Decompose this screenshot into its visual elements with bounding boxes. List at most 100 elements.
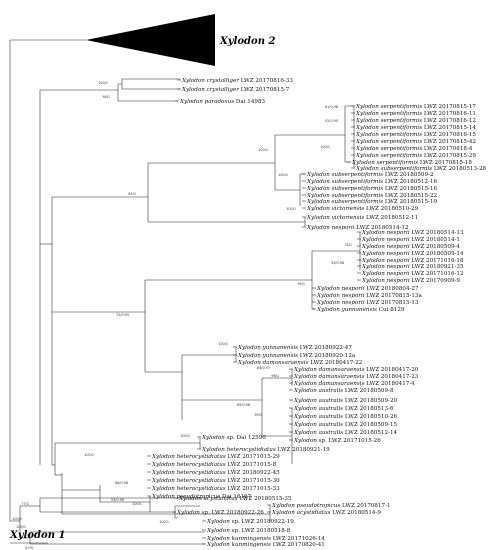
leaf-label: Xylodon serpentiformis LWZ 20170816-11 — [355, 111, 476, 117]
support-value: 85/1 — [128, 192, 136, 196]
support-value: 72/0.95 — [116, 313, 129, 317]
leaf-label: Xylodon nesporii LWZ 20180514-13 — [361, 230, 464, 236]
leaf-taxon-name: Xylodon damansaraensis — [293, 374, 365, 380]
support-value: 96/1 — [271, 374, 279, 378]
leaf-taxon-name: Xylodon paradoxus — [179, 99, 234, 105]
leaf-taxon-name: Xylodon serpentiformis — [355, 132, 422, 138]
leaf-label: Xylodon yunnanensis LWZ 20180920-12a — [237, 353, 356, 359]
leaf-label: Xylodon sp. LWZ 20180922-26 — [176, 510, 264, 516]
leaf-voucher: LWZ 20170815-29 — [422, 153, 476, 159]
leaf-taxon-name: Xylodon — [293, 438, 319, 444]
leaf-voucher: LWZ 20180417-22 — [308, 360, 362, 366]
leaf-label: Xylodon serpentiformis LWZ 20170815-14 — [355, 125, 476, 131]
leaf-voucher: LWZ 20180513-6 — [343, 406, 394, 412]
leaf-voucher: LWZ 20170818-4 — [422, 146, 473, 152]
leaf-taxon-name: Xylodon nesporii — [316, 293, 365, 299]
leaf-label: Xylodon nesporii LWZ 20171016-12 — [361, 271, 464, 277]
leaf-taxon-name: Xylodon nesporii — [306, 225, 355, 231]
support-value: 52/0.95 — [325, 119, 338, 123]
leaf-voucher: LWZ 20171015-8 — [226, 462, 277, 468]
leaf-taxon-name: Xylodon heterocystidiatus — [151, 486, 226, 492]
leaf-label: Xylodon sp. Dai 12590 — [201, 435, 266, 441]
leaf-sp-marker: sp. — [227, 435, 237, 441]
leaf-label: Xylodon heterocystidiatus LWZ 20171015-3… — [151, 478, 280, 484]
support-value: 100/1 — [98, 81, 108, 85]
leaf-voucher: LWZ 20180510-29 — [364, 206, 418, 212]
leaf-sp-marker: sp. — [232, 528, 242, 534]
support-value: 53/0.98 — [111, 498, 124, 502]
leaf-voucher: LWZ 20180515-22 — [383, 193, 437, 199]
leaf-voucher: LWZ 20171026-14 — [271, 536, 325, 542]
leaf-taxon-name: Xylodon nesporii — [361, 237, 410, 243]
leaf-voucher: LWZ 20180518-8 — [242, 528, 291, 534]
leaf-voucher: LWZ 20180514-1 — [410, 237, 460, 243]
leaf-taxon-name: Xylodon australis — [293, 406, 343, 412]
leaf-label: Xylodon subserpentiformis LWZ 20180515-1… — [306, 199, 437, 205]
leaf-label: Xylodon australis LWZ 20180509-8 — [293, 388, 394, 394]
leaf-label: Xylodon victoriensis LWZ 20180512-11 — [306, 215, 418, 221]
leaf-label: Xylodon heterocystidiatus LWZ 20171015-3… — [151, 486, 280, 492]
leaf-label: Xylodon nesporii LWZ 20171016-18 — [361, 258, 464, 264]
leaf-taxon-name: Xylodon crystalliger — [181, 87, 239, 93]
leaf-voucher: LWZ 20170815-13 — [365, 300, 419, 306]
leaf-taxon-name: Xylodon — [176, 510, 202, 516]
leaf-voucher: LWZ 20170817-1 — [340, 503, 390, 509]
leaf-taxon-name: Xylodon nesporii — [361, 251, 410, 257]
leaf-voucher: LWZ 20180515-35 — [238, 496, 292, 502]
leaf-taxon-name: Xylodon subserpentiformis — [306, 179, 383, 185]
leaf-voucher: LWZ 20171015-26 — [329, 438, 382, 444]
leaf-taxon-name: Xylodon acystidiatus — [271, 510, 331, 516]
leaf-taxon-name: Xylodon serpentiformis — [355, 118, 422, 124]
leaf-label: Xylodon acystidiatus LWZ 20180514-9 — [271, 510, 381, 516]
leaf-voucher: LWZ 20170820-41 — [271, 542, 325, 548]
leaf-voucher: LWZ 20180512-16 — [383, 179, 437, 185]
leaf-taxon-name: Xylodon nesporii — [361, 244, 410, 250]
clade-label-xylodon-2: Xylodon 2 — [219, 36, 275, 47]
leaf-taxon-name: Xylodon nesporii — [361, 278, 410, 284]
leaf-voucher: LWZ 20180515-19 — [383, 199, 437, 205]
leaf-voucher: LWZ 20180509-20 — [343, 398, 397, 404]
leaf-sp-marker: sp. — [319, 438, 329, 444]
leaf-taxon-name: Xylodon subserpentiformis — [306, 186, 383, 192]
leaf-taxon-name: Xylodon australis — [293, 414, 343, 420]
leaf-voucher: LWZ 20180510-26 — [343, 414, 397, 420]
leaf-label: Xylodon damansaraensis LWZ 20180417-4 — [293, 381, 415, 387]
support-value: 98/1 — [102, 95, 110, 99]
leaf-label: Xylodon nesporii LWZ 20170909-9 — [361, 278, 460, 284]
leaf-label: Xylodon yunnanensis LWZ 20180922-47 — [237, 345, 352, 351]
leaf-taxon-name: Xylodon nesporii — [316, 286, 365, 292]
leaf-label: Xylodon heterocystidiatus LWZ 20180921-1… — [201, 447, 330, 453]
leaf-label: Xylodon crystalliger LWZ 20170815-7 — [181, 87, 290, 93]
support-value: 85/0.98 — [237, 403, 250, 407]
leaf-label: Xylodon subserpentiformis LWZ 20180512-1… — [306, 179, 437, 185]
leaf-taxon-name: Xylodon australis — [293, 422, 343, 428]
leaf-voucher: LWZ 20180509-14 — [410, 251, 464, 257]
leaf-voucher: LWZ 20180512-14 — [343, 430, 397, 436]
leaf-voucher: LWZ 20180922-47 — [298, 345, 352, 351]
leaf-taxon-name: Xylodon pseudotropicus — [271, 503, 340, 509]
leaf-voucher: LWZ 20180804-27 — [365, 286, 419, 292]
leaf-taxon-name: Xylodon damansaraensis — [293, 381, 365, 387]
leaf-label: Xylodon sp. LWZ 20180518-8 — [206, 528, 291, 534]
leaf-taxon-name: Xylodon damansaraensis — [237, 360, 309, 366]
leaf-voucher: LWZ 20180921-19 — [276, 447, 330, 453]
leaf-taxon-name: Xylodon subserpentiformis — [306, 199, 383, 205]
leaf-voucher: LWZ 20180417-4 — [364, 381, 415, 387]
leaf-label: Xylodon kunmingensis LWZ 20171026-14 — [206, 536, 325, 542]
leaf-label: Xylodon subserpentiformis LWZ 20180515-2… — [306, 193, 437, 199]
leaf-taxon-name: Xylodon serpentiformis — [351, 160, 418, 166]
leaf-taxon-name: Xylodon serpentiformis — [355, 139, 422, 145]
support-value: 100/1 — [286, 207, 296, 211]
leaf-voucher: LWZ 20171016-18 — [410, 258, 464, 264]
leaf-label: Xylodon serpentiformis LWZ 20170815-17 — [355, 104, 476, 110]
support-value: 100/1 — [159, 520, 169, 524]
leaf-voucher: LWZ 20180417-20 — [364, 367, 418, 373]
leaf-label: Xylodon serpentiformis LWZ 20170818-4 — [355, 146, 473, 152]
leaf-sp-marker: sp. — [232, 519, 242, 525]
leaf-voucher: LWZ 20170815-13a — [365, 293, 423, 299]
leaf-label: Xylodon nesporii LWZ 20180514-12 — [306, 225, 409, 231]
support-value: 100/1 — [180, 434, 190, 438]
leaf-taxon-name: Xylodon subserpentiformis — [306, 172, 383, 178]
leaf-voucher: LWZ 20171016-12 — [410, 271, 464, 277]
leaf-voucher: LWZ 20180512-11 — [364, 215, 418, 221]
